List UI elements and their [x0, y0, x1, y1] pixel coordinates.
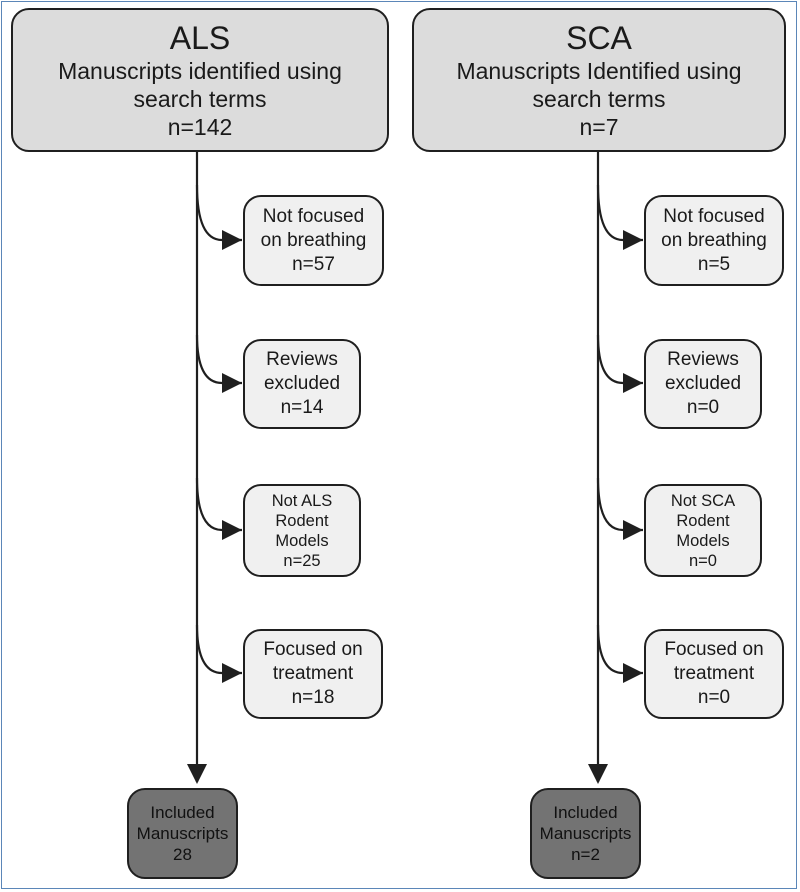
als-exclusion-box-2: Reviews excluded n=14 — [243, 339, 361, 429]
sca-exclusion-box-4: Focused on treatment n=0 — [644, 629, 784, 719]
sca-exclusion-4-line2: treatment — [673, 663, 755, 684]
als-exclusion-2-line1: Reviews — [266, 349, 338, 370]
sca-included-line2: Manuscripts — [539, 824, 632, 843]
als-included-box: Included Manuscripts 28 — [127, 788, 238, 879]
sca-exclusion-3-line1: Not SCA — [670, 491, 736, 510]
als-branch-4 — [195, 624, 242, 675]
sca-identified-line2: search terms — [532, 86, 666, 112]
sca-exclusion-3-count: n=0 — [689, 551, 717, 570]
als-arrowhead-1 — [222, 230, 242, 250]
als-exclusion-box-4: Focused on treatment n=18 — [243, 629, 383, 719]
sca-exclusion-3-line2: Rodent — [676, 511, 730, 530]
als-included-line1: Included — [150, 803, 215, 822]
sca-included-box: Included Manuscripts n=2 — [530, 788, 641, 879]
als-exclusion-1-line2: on breathing — [260, 229, 367, 251]
sca-included-count: n=2 — [571, 845, 600, 864]
sca-arrowhead-4 — [623, 663, 643, 683]
als-exclusion-3-line1: Not ALS — [271, 491, 333, 510]
sca-identified-box: SCA Manuscripts Identified using search … — [412, 8, 786, 152]
sca-exclusion-2-line1: Reviews — [667, 349, 739, 370]
sca-branch-2 — [596, 334, 643, 385]
als-included-line2: Manuscripts — [136, 824, 229, 843]
sca-exclusion-2-line2: excluded — [664, 373, 742, 394]
sca-exclusion-2-count: n=0 — [686, 397, 720, 418]
als-exclusion-2-line2: excluded — [263, 373, 341, 394]
als-exclusion-4-count: n=18 — [291, 687, 335, 708]
als-arrowhead-2 — [222, 373, 242, 393]
als-exclusion-4-line2: treatment — [272, 663, 354, 684]
als-identified-line1: Manuscripts identified using — [58, 58, 342, 84]
als-arrowhead-4 — [222, 663, 242, 683]
sca-exclusion-box-3: Not SCA Rodent Models n=0 — [644, 484, 762, 577]
als-branch-3 — [195, 477, 242, 532]
als-identified-line2: search terms — [133, 86, 267, 112]
sca-identified-count: n=7 — [579, 114, 619, 140]
als-exclusion-2-count: n=14 — [280, 397, 324, 418]
als-identified-box: ALS Manuscripts identified using search … — [11, 8, 389, 152]
als-identified-count: n=142 — [167, 114, 233, 140]
als-exclusion-3-line2: Rodent — [275, 511, 329, 530]
sca-exclusion-1-line1: Not focused — [663, 205, 765, 227]
als-exclusion-1-count: n=57 — [292, 253, 335, 275]
sca-branch-1 — [596, 184, 643, 242]
sca-exclusion-1-count: n=5 — [697, 253, 731, 275]
sca-exclusion-box-1: Not focused on breathing n=5 — [644, 195, 784, 286]
sca-included-line1: Included — [553, 803, 618, 822]
sca-arrowhead-3 — [623, 520, 643, 540]
sca-branch-4 — [596, 624, 643, 675]
sca-exclusion-4-line1: Focused on — [664, 639, 764, 660]
als-exclusion-1-line1: Not focused — [262, 205, 365, 227]
sca-arrowhead-1 — [623, 230, 643, 250]
sca-identified-line1: Manuscripts Identified using — [456, 58, 742, 84]
als-branch-1 — [195, 184, 242, 242]
als-branch-2 — [195, 334, 242, 385]
als-exclusion-3-count: n=25 — [283, 551, 321, 570]
als-arrowhead-3 — [222, 520, 242, 540]
als-included-count: 28 — [173, 845, 192, 864]
als-title: ALS — [169, 20, 231, 56]
sca-branch-3 — [596, 477, 643, 532]
sca-title: SCA — [566, 20, 632, 56]
sca-exclusion-3-line3: Models — [676, 531, 730, 550]
als-exclusion-4-line1: Focused on — [263, 639, 363, 660]
sca-exclusion-1-line2: on breathing — [661, 229, 767, 251]
als-exclusion-box-1: Not focused on breathing n=57 — [243, 195, 384, 286]
sca-exclusion-box-2: Reviews excluded n=0 — [644, 339, 762, 429]
als-exclusion-3-line3: Models — [275, 531, 329, 550]
als-exclusion-box-3: Not ALS Rodent Models n=25 — [243, 484, 361, 577]
sca-arrowhead-2 — [623, 373, 643, 393]
sca-exclusion-4-count: n=0 — [697, 687, 731, 708]
